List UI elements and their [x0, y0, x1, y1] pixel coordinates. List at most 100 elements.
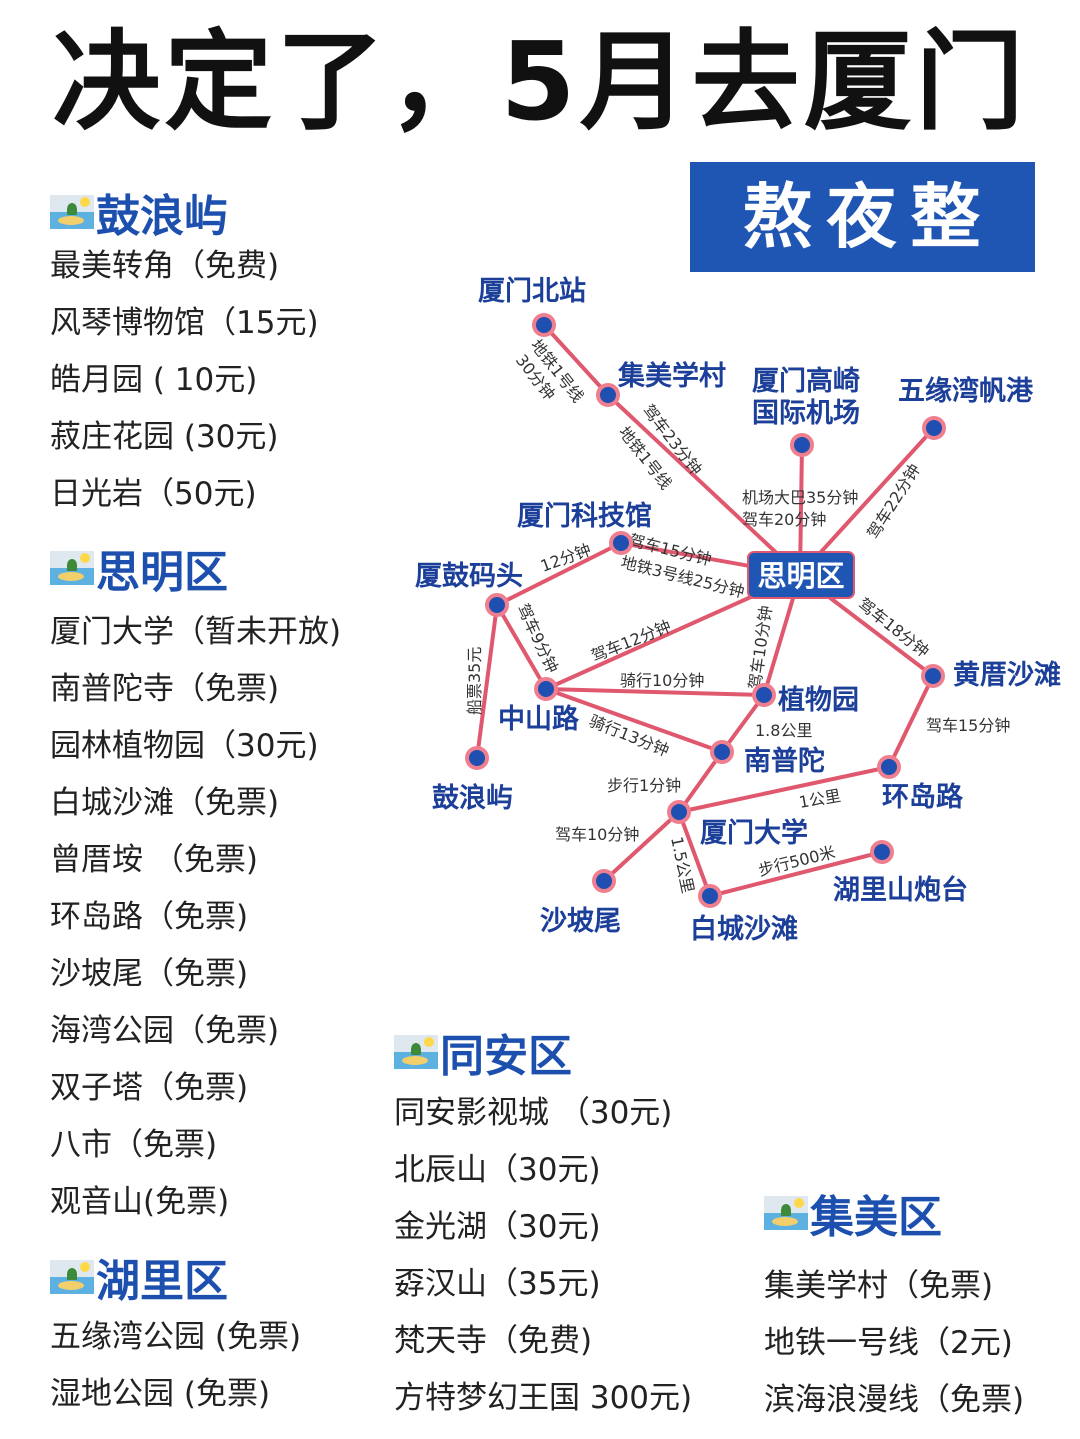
station-dot-xiagu — [485, 593, 509, 617]
section-huli: 湖里区 五缘湾公园 (免票) 湿地公园 (免票) — [50, 1252, 301, 1423]
attraction-item: 梵天寺（免费) — [394, 1323, 593, 1359]
node-label-nanputuo: 南普陀 — [744, 745, 825, 777]
route-baicheng-paotai — [709, 850, 883, 898]
attraction-item: 皓月园 ( 10元) — [50, 362, 258, 398]
attraction-item: 五缘湾公园 (免票) — [50, 1319, 302, 1355]
node-label-wuyuan: 五缘湾帆港 — [898, 375, 1034, 407]
attraction-item: 地铁一号线（2元) — [764, 1325, 1013, 1361]
station-dot-zhiwu — [752, 683, 776, 707]
station-dot-airport — [790, 433, 814, 457]
attraction-item: 最美转角（免费) — [50, 248, 280, 284]
island-icon — [394, 1035, 438, 1069]
attraction-item: 环岛路（免票) — [50, 899, 249, 935]
attraction-item: 海湾公园（免票) — [50, 1013, 280, 1049]
route-xiada-huandao — [678, 765, 890, 814]
station-dot-huangcuo — [921, 664, 945, 688]
edge-label: 机场大巴35分钟 — [742, 488, 858, 507]
station-dot-xiada — [667, 800, 691, 824]
attraction-item: 双子塔（免票) — [50, 1070, 249, 1106]
node-label-baicheng: 白城沙滩 — [690, 913, 798, 945]
node-label-xiagu: 厦鼓码头 — [415, 561, 523, 592]
section-siming: 思明区 厦门大学（暂未开放) 南普陀寺（免票) 园林植物园（30元) 白城沙滩（免票)… — [50, 543, 341, 1231]
attraction-item: 孬汉山（35元) — [394, 1266, 601, 1302]
station-dot-jimei — [596, 383, 620, 407]
attraction-item: 八市（免票) — [50, 1127, 218, 1163]
section-jimei: 集美区 集美学村（免票)地铁一号线（2元)滨海浪漫线（免票) — [764, 1188, 1024, 1429]
section-tongan: 同安区 同安影视城 （30元) 北辰山（30元) 金光湖（30元) 孬汉山（35元) 梵… — [394, 1027, 692, 1427]
attraction-item: 日光岩（50元) — [50, 476, 257, 512]
island-icon — [50, 551, 94, 585]
island-icon — [764, 1196, 808, 1230]
edge-label: 1.8公里 — [755, 721, 812, 740]
node-label-keji: 厦门科技馆 — [517, 500, 652, 532]
node-label-huangcuo: 黄厝沙滩 — [953, 659, 1061, 691]
page-title: 决定了，5月去厦门 — [52, 20, 1028, 145]
attraction-item: 菽庄花园 (30元) — [50, 419, 279, 455]
node-label-siming: 思明区 — [757, 559, 844, 593]
node-label-beizhan: 厦门北站 — [478, 276, 586, 307]
edge-label: 驾车9分钟 — [513, 601, 562, 676]
node-label-zhongshan: 中山路 — [498, 703, 580, 735]
attraction-item: 白城沙滩（免票) — [50, 785, 280, 821]
route-zhongshan-nanputuo — [545, 687, 723, 754]
attraction-item: 金光湖（30元) — [394, 1209, 601, 1245]
node-label-airport: 国际机场 — [752, 398, 860, 429]
section-title: 同安区 — [440, 1031, 572, 1082]
edge-label: 驾车20分钟 — [742, 510, 826, 529]
attraction-item: 南普陀寺（免票) — [50, 671, 280, 707]
island-icon — [50, 195, 94, 229]
edge-label: 1.5公里 — [667, 835, 698, 895]
route-jimei-siming — [606, 393, 802, 577]
edge-label: 驾车15分钟 — [926, 716, 1010, 735]
section-gulangyu: 鼓浪屿 最美转角（免费) 风琴博物馆（15元) 皓月园 ( 10元) 菽庄花园 (30… — [50, 187, 319, 523]
attraction-item: 集美学村（免票) — [764, 1268, 994, 1304]
station-dot-shapowei — [592, 869, 616, 893]
attraction-item: 沙坡尾（免票) — [50, 956, 249, 992]
station-dot-baicheng — [698, 884, 722, 908]
node-label-xiada: 厦门大学 — [700, 817, 808, 849]
route-map: 地铁1号线 30分钟 驾车23分钟 地铁1号线 机场大巴35分钟 驾车20分钟 … — [415, 276, 1061, 945]
node-label-jimei: 集美学村 — [617, 360, 726, 392]
node-label-shapowei: 沙坡尾 — [540, 906, 621, 937]
edge-label: 步行1分钟 — [607, 776, 681, 795]
attraction-item: 观音山(免票) — [50, 1184, 230, 1220]
edge-label: 船票35元 — [465, 647, 484, 715]
attraction-item: 风琴博物馆（15元) — [50, 305, 319, 341]
edge-label: 1公里 — [797, 786, 842, 812]
edge-label: 驾车10分钟 — [555, 825, 639, 844]
edge-label: 驾车12分钟 — [588, 616, 673, 665]
node-label-gulangyu: 鼓浪屿 — [432, 782, 513, 814]
attraction-item: 方特梦幻王国 300元) — [394, 1380, 693, 1416]
node-label-zhiwu: 植物园 — [778, 684, 859, 716]
route-zhongshan-zhiwu — [545, 687, 765, 697]
station-dot-paotai — [870, 840, 894, 864]
section-title: 鼓浪屿 — [96, 191, 228, 242]
section-title: 思明区 — [96, 547, 228, 598]
route-xiagu-zhongshan — [495, 603, 548, 691]
node-label-airport: 厦门高崎 — [752, 365, 860, 397]
attraction-item: 厦门大学（暂未开放) — [50, 614, 342, 650]
node-label-paotai: 湖里山炮台 — [833, 874, 968, 906]
attraction-item: 北辰山（30元) — [394, 1152, 601, 1188]
station-dot-zhongshan — [534, 677, 558, 701]
section-title: 湖里区 — [96, 1256, 228, 1307]
siming-hub-box — [747, 551, 855, 599]
route-xiagu-gulangyu — [475, 604, 499, 759]
attraction-item: 同安影视城 （30元) — [394, 1095, 673, 1131]
attraction-item: 曾厝垵 （免票) — [50, 842, 258, 878]
route-nanputuo-xiada — [677, 750, 724, 814]
station-dot-beizhan — [532, 313, 556, 337]
route-keji-xiagu — [496, 541, 622, 607]
attraction-item: 湿地公园 (免票) — [50, 1376, 271, 1412]
route-wuyuan-siming — [798, 426, 936, 577]
section-title: 集美区 — [810, 1192, 942, 1243]
station-dot-keji — [609, 531, 633, 555]
route-xiada-baicheng — [677, 811, 712, 897]
island-icon — [50, 1260, 94, 1294]
station-dot-wuyuan — [922, 416, 946, 440]
attraction-item: 园林植物园（30元) — [50, 728, 319, 764]
route-beizhan-jimei — [542, 323, 610, 397]
station-dot-huandao — [877, 755, 901, 779]
edge-label: 骑行10分钟 — [620, 671, 704, 690]
overnight-compiled-badge: 熬夜整理 — [690, 162, 1035, 368]
